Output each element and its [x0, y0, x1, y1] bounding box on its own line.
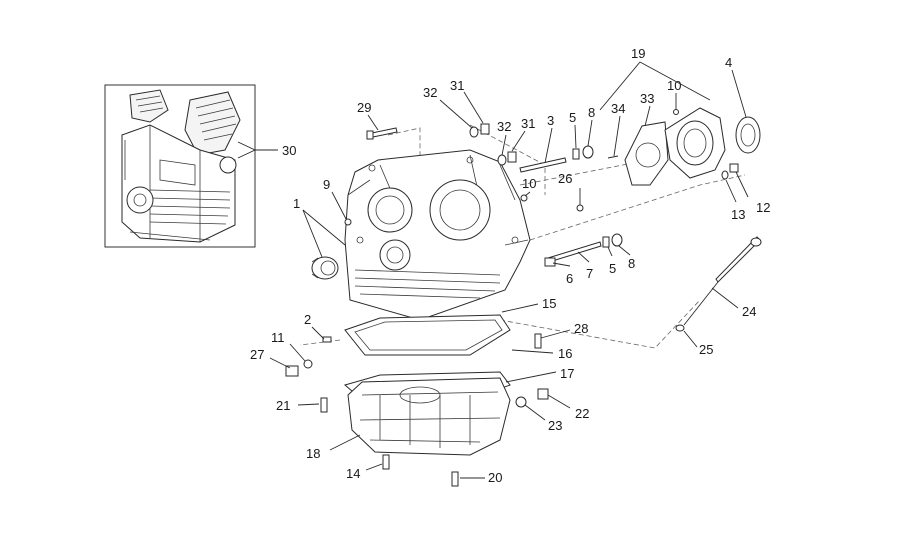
callout-22[interactable]: 22 [547, 394, 589, 421]
callout-label-6: 6 [566, 271, 573, 286]
callout-30[interactable]: 30 [237, 141, 296, 159]
callout-label-4: 4 [725, 55, 732, 70]
callout-label-21: 21 [276, 398, 290, 413]
callouts: 1 2 3 4 5 5 6 7 [250, 46, 770, 485]
callout-20[interactable]: 20 [460, 470, 502, 485]
callout-14[interactable]: 14 [346, 463, 383, 481]
callout-13[interactable]: 13 [725, 179, 745, 222]
callout-27[interactable]: 27 [250, 347, 291, 369]
callout-label-11: 11 [271, 330, 285, 345]
callout-17[interactable]: 17 [505, 366, 574, 383]
callout-label-22: 22 [575, 406, 589, 421]
callout-label-32-top: 32 [423, 85, 437, 100]
small-hardware [285, 107, 762, 487]
callout-label-3: 3 [547, 113, 554, 128]
callout-9[interactable]: 9 [323, 177, 347, 220]
callout-label-30: 30 [282, 143, 296, 158]
callout-label-10-left: 10 [522, 176, 536, 191]
callout-3[interactable]: 3 [544, 113, 554, 164]
callout-18[interactable]: 18 [306, 434, 361, 461]
callout-24[interactable]: 24 [711, 287, 756, 319]
callout-label-7: 7 [586, 266, 593, 281]
callout-label-8-bottom: 8 [628, 256, 635, 271]
callout-33[interactable]: 33 [640, 91, 654, 127]
callout-11[interactable]: 11 [271, 330, 306, 362]
callout-label-9: 9 [323, 177, 330, 192]
callout-label-13: 13 [731, 207, 745, 222]
callout-label-23: 23 [548, 418, 562, 433]
callout-1[interactable]: 1 [293, 196, 346, 258]
callout-label-10-right: 10 [667, 78, 681, 93]
callout-label-18: 18 [306, 446, 320, 461]
callout-label-24: 24 [742, 304, 756, 319]
callout-label-34: 34 [611, 101, 625, 116]
callout-5-bottom[interactable]: 5 [607, 246, 616, 276]
callout-2[interactable]: 2 [304, 312, 325, 340]
callout-label-16: 16 [558, 346, 572, 361]
callout-label-31-mid: 31 [521, 116, 535, 131]
engine-inset: 30 [104, 84, 296, 248]
callout-label-31-top: 31 [450, 78, 464, 93]
callout-label-2: 2 [304, 312, 311, 327]
callout-26[interactable]: 26 [558, 171, 581, 205]
callout-7[interactable]: 7 [577, 251, 593, 281]
callout-4[interactable]: 4 [725, 55, 747, 118]
callout-label-5-top: 5 [569, 110, 576, 125]
callout-label-19: 19 [631, 46, 645, 61]
callout-label-29: 29 [357, 100, 371, 115]
callout-16[interactable]: 16 [511, 346, 572, 361]
callout-21[interactable]: 21 [276, 398, 320, 413]
callout-8-top[interactable]: 8 [587, 105, 595, 147]
callout-label-17: 17 [560, 366, 574, 381]
callout-label-8-top: 8 [588, 105, 595, 120]
callout-28[interactable]: 28 [540, 321, 588, 339]
callout-31-mid[interactable]: 31 [511, 116, 535, 152]
callout-label-28: 28 [574, 321, 588, 336]
callout-10-right[interactable]: 10 [667, 78, 681, 109]
callout-label-20: 20 [488, 470, 502, 485]
main-bearing [311, 256, 339, 280]
callout-23[interactable]: 23 [524, 404, 562, 433]
oil-sump [347, 377, 511, 456]
callout-25[interactable]: 25 [683, 330, 713, 357]
callout-label-27: 27 [250, 347, 264, 362]
callout-label-26: 26 [558, 171, 572, 186]
crankcase [344, 149, 531, 321]
callout-label-5-bottom: 5 [609, 261, 616, 276]
callout-label-14: 14 [346, 466, 360, 481]
callout-label-1: 1 [293, 196, 300, 211]
callout-10-left[interactable]: 10 [522, 176, 536, 197]
callout-32-mid[interactable]: 32 [497, 119, 511, 156]
callout-34[interactable]: 34 [611, 101, 625, 157]
callout-label-33: 33 [640, 91, 654, 106]
callout-6[interactable]: 6 [552, 262, 573, 286]
callout-31-top[interactable]: 31 [450, 78, 484, 124]
callout-15[interactable]: 15 [501, 296, 556, 313]
engine-assembly-illustration [121, 89, 241, 243]
callout-29[interactable]: 29 [357, 100, 379, 131]
callout-label-15: 15 [542, 296, 556, 311]
callout-8-bottom[interactable]: 8 [618, 245, 635, 271]
callout-5-top[interactable]: 5 [569, 110, 577, 149]
callout-label-32-mid: 32 [497, 119, 511, 134]
gasket-upper [344, 314, 511, 356]
callout-19[interactable]: 19 [599, 46, 711, 111]
callout-32-top[interactable]: 32 [423, 85, 473, 129]
callout-12[interactable]: 12 [735, 171, 770, 215]
callout-label-12: 12 [756, 200, 770, 215]
callout-label-25: 25 [699, 342, 713, 357]
